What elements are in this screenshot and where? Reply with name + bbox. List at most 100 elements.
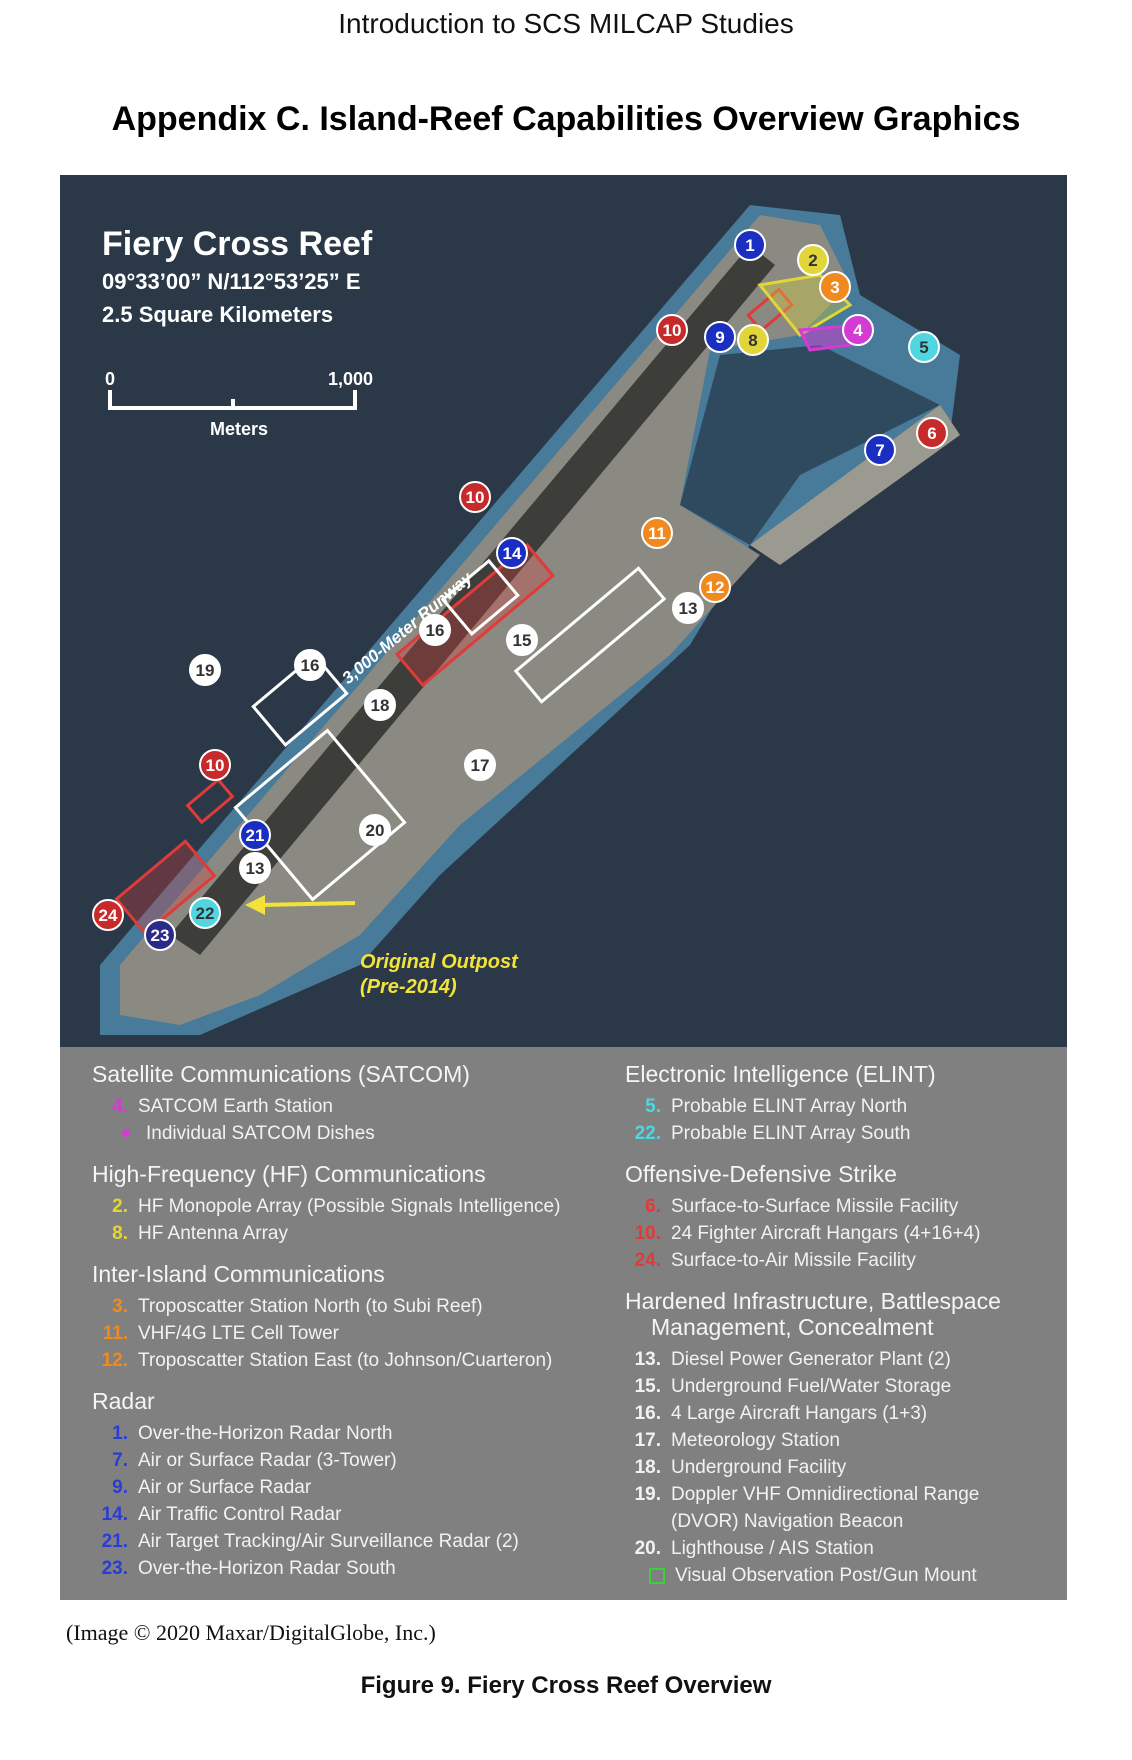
legend-item-number: 16. (634, 1403, 661, 1424)
observation-square-icon (649, 1568, 665, 1584)
legend-item-inter: 12.Troposcatter Station East (to Johnson… (92, 1347, 612, 1374)
legend-item-number: 15. (634, 1376, 661, 1397)
marker-5: 5 (908, 331, 940, 363)
marker-2: 2 (797, 244, 829, 276)
legend-item-text: Surface-to-Surface Missile Facility (671, 1196, 959, 1217)
marker-label: 6 (927, 424, 936, 443)
legend-item-text: Underground Fuel/Water Storage (671, 1376, 952, 1397)
marker-label: 23 (151, 926, 170, 945)
marker-18: 18 (364, 689, 396, 721)
marker-6: 6 (916, 417, 948, 449)
legend-item-text: Probable ELINT Array North (671, 1096, 908, 1117)
marker-11: 11 (641, 517, 673, 549)
large-hangar-1 (233, 728, 407, 902)
legend-item-text: Troposcatter Station East (to Johnson/Cu… (138, 1350, 553, 1371)
satcom-title: Satellite Communications (SATCOM) (92, 1061, 470, 1087)
marker-23: 23 (144, 919, 176, 951)
legend-item-number: 6. (645, 1196, 661, 1217)
legend-item-number: 23. (101, 1558, 128, 1579)
marker-label: 9 (715, 328, 724, 347)
legend-item-number: 10. (634, 1223, 661, 1244)
legend-item-hf: 8.HF Antenna Array (92, 1220, 612, 1247)
marker-10: 10 (459, 481, 491, 513)
marker-21: 21 (239, 819, 271, 851)
map-area: 2.5 Square Kilometers (102, 302, 333, 327)
legend-item-text: Air or Surface Radar (3-Tower) (138, 1450, 397, 1471)
legend-item-hardened: 18.Underground Facility (625, 1454, 1055, 1481)
marker-16: 16 (294, 649, 326, 681)
legend-item-number: 19. (634, 1484, 661, 1505)
marker-20: 20 (359, 814, 391, 846)
legend-item-text: Lighthouse / AIS Station (671, 1538, 874, 1559)
legend-left-column: Satellite Communications (SATCOM) 4. SATC… (92, 1061, 612, 1582)
legend-item-text: Troposcatter Station North (to Subi Reef… (138, 1296, 483, 1317)
legend-item-number: 17. (634, 1430, 661, 1451)
marker-label: 14 (503, 544, 522, 563)
marker-label: 20 (366, 821, 385, 840)
legend-item-text: Meteorology Station (671, 1430, 840, 1451)
scale-unit: Meters (210, 419, 268, 439)
map-svg: 1234567891010101112131314151616171819202… (60, 175, 1067, 1047)
marker-circle (506, 624, 538, 656)
marker-16: 16 (419, 614, 451, 646)
marker-circle (864, 434, 896, 466)
marker-13: 13 (672, 592, 704, 624)
marker-4: 4 (842, 314, 874, 346)
legend-item-text: Air Target Tracking/Air Surveillance Rad… (138, 1531, 519, 1552)
legend-item-text: 4 Large Aircraft Hangars (1+3) (671, 1403, 928, 1424)
satcom-dish-dot-icon (122, 1129, 130, 1137)
marker-label: 18 (371, 696, 390, 715)
appendix-title: Appendix C. Island-Reef Capabilities Ove… (111, 100, 1021, 138)
legend-item-text: Doppler VHF Omnidirectional Range (671, 1484, 980, 1505)
marker-circle (464, 749, 496, 781)
marker-label: 15 (513, 631, 532, 650)
island-east-arm (750, 405, 960, 565)
outpost-arrow-head (245, 895, 265, 915)
marker-circle (908, 331, 940, 363)
markers-layer: 1234567891010101112131314151616171819202… (92, 229, 948, 951)
legend-item-number: 11. (102, 1323, 128, 1344)
legend-item-number: 4. (112, 1096, 128, 1117)
outpost-label-1: Original Outpost (360, 951, 519, 973)
hangar-block-10-center (394, 542, 556, 688)
marker-label: 10 (663, 321, 682, 340)
elint-title: Electronic Intelligence (ELINT) (625, 1061, 936, 1087)
legend-item-text: Surface-to-Air Missile Facility (671, 1250, 916, 1271)
legend-item-number: 7. (112, 1450, 128, 1471)
legend-item-number (625, 1508, 661, 1535)
fuel-storage (513, 566, 667, 704)
marker-circle (699, 571, 731, 603)
lagoon (680, 345, 940, 545)
legend-item-elint: 5. Probable ELINT Array North (625, 1093, 1055, 1120)
marker-label: 7 (875, 441, 884, 460)
marker-label: 17 (471, 756, 490, 775)
legend-item-radar: 1.Over-the-Horizon Radar North (92, 1420, 612, 1447)
sam-facility (114, 839, 217, 936)
legend-item-number: 24. (634, 1250, 661, 1271)
scale-end: 1,000 (328, 369, 373, 389)
marker-17: 17 (464, 749, 496, 781)
inter-title: Inter-Island Communications (92, 1261, 385, 1287)
scale-bar (108, 390, 357, 410)
marker-label: 10 (206, 756, 225, 775)
legend-item-satcom: Individual SATCOM Dishes (92, 1120, 612, 1147)
marker-label: 1 (745, 236, 754, 255)
large-hangar-3 (440, 558, 520, 637)
legend-item-satcom: 4. SATCOM Earth Station (92, 1093, 612, 1120)
legend-item-text: SATCOM Earth Station (138, 1096, 333, 1117)
marker-circle (144, 919, 176, 951)
marker-label: 5 (919, 338, 928, 357)
legend-item-number: 5. (645, 1096, 661, 1117)
marker-circle (734, 229, 766, 261)
marker-circle (294, 649, 326, 681)
legend-item-text: Air Traffic Control Radar (138, 1504, 342, 1525)
marker-circle (419, 614, 451, 646)
legend-item-hardened: (DVOR) Navigation Beacon (625, 1508, 1055, 1535)
legend-item-text: Over-the-Horizon Radar South (138, 1558, 396, 1579)
marker-label: 22 (196, 904, 215, 923)
hangar-block-10-north (746, 287, 794, 333)
marker-circle (459, 481, 491, 513)
legend-item-number: 1. (112, 1423, 128, 1444)
marker-15: 15 (506, 624, 538, 656)
marker-12: 12 (699, 571, 731, 603)
